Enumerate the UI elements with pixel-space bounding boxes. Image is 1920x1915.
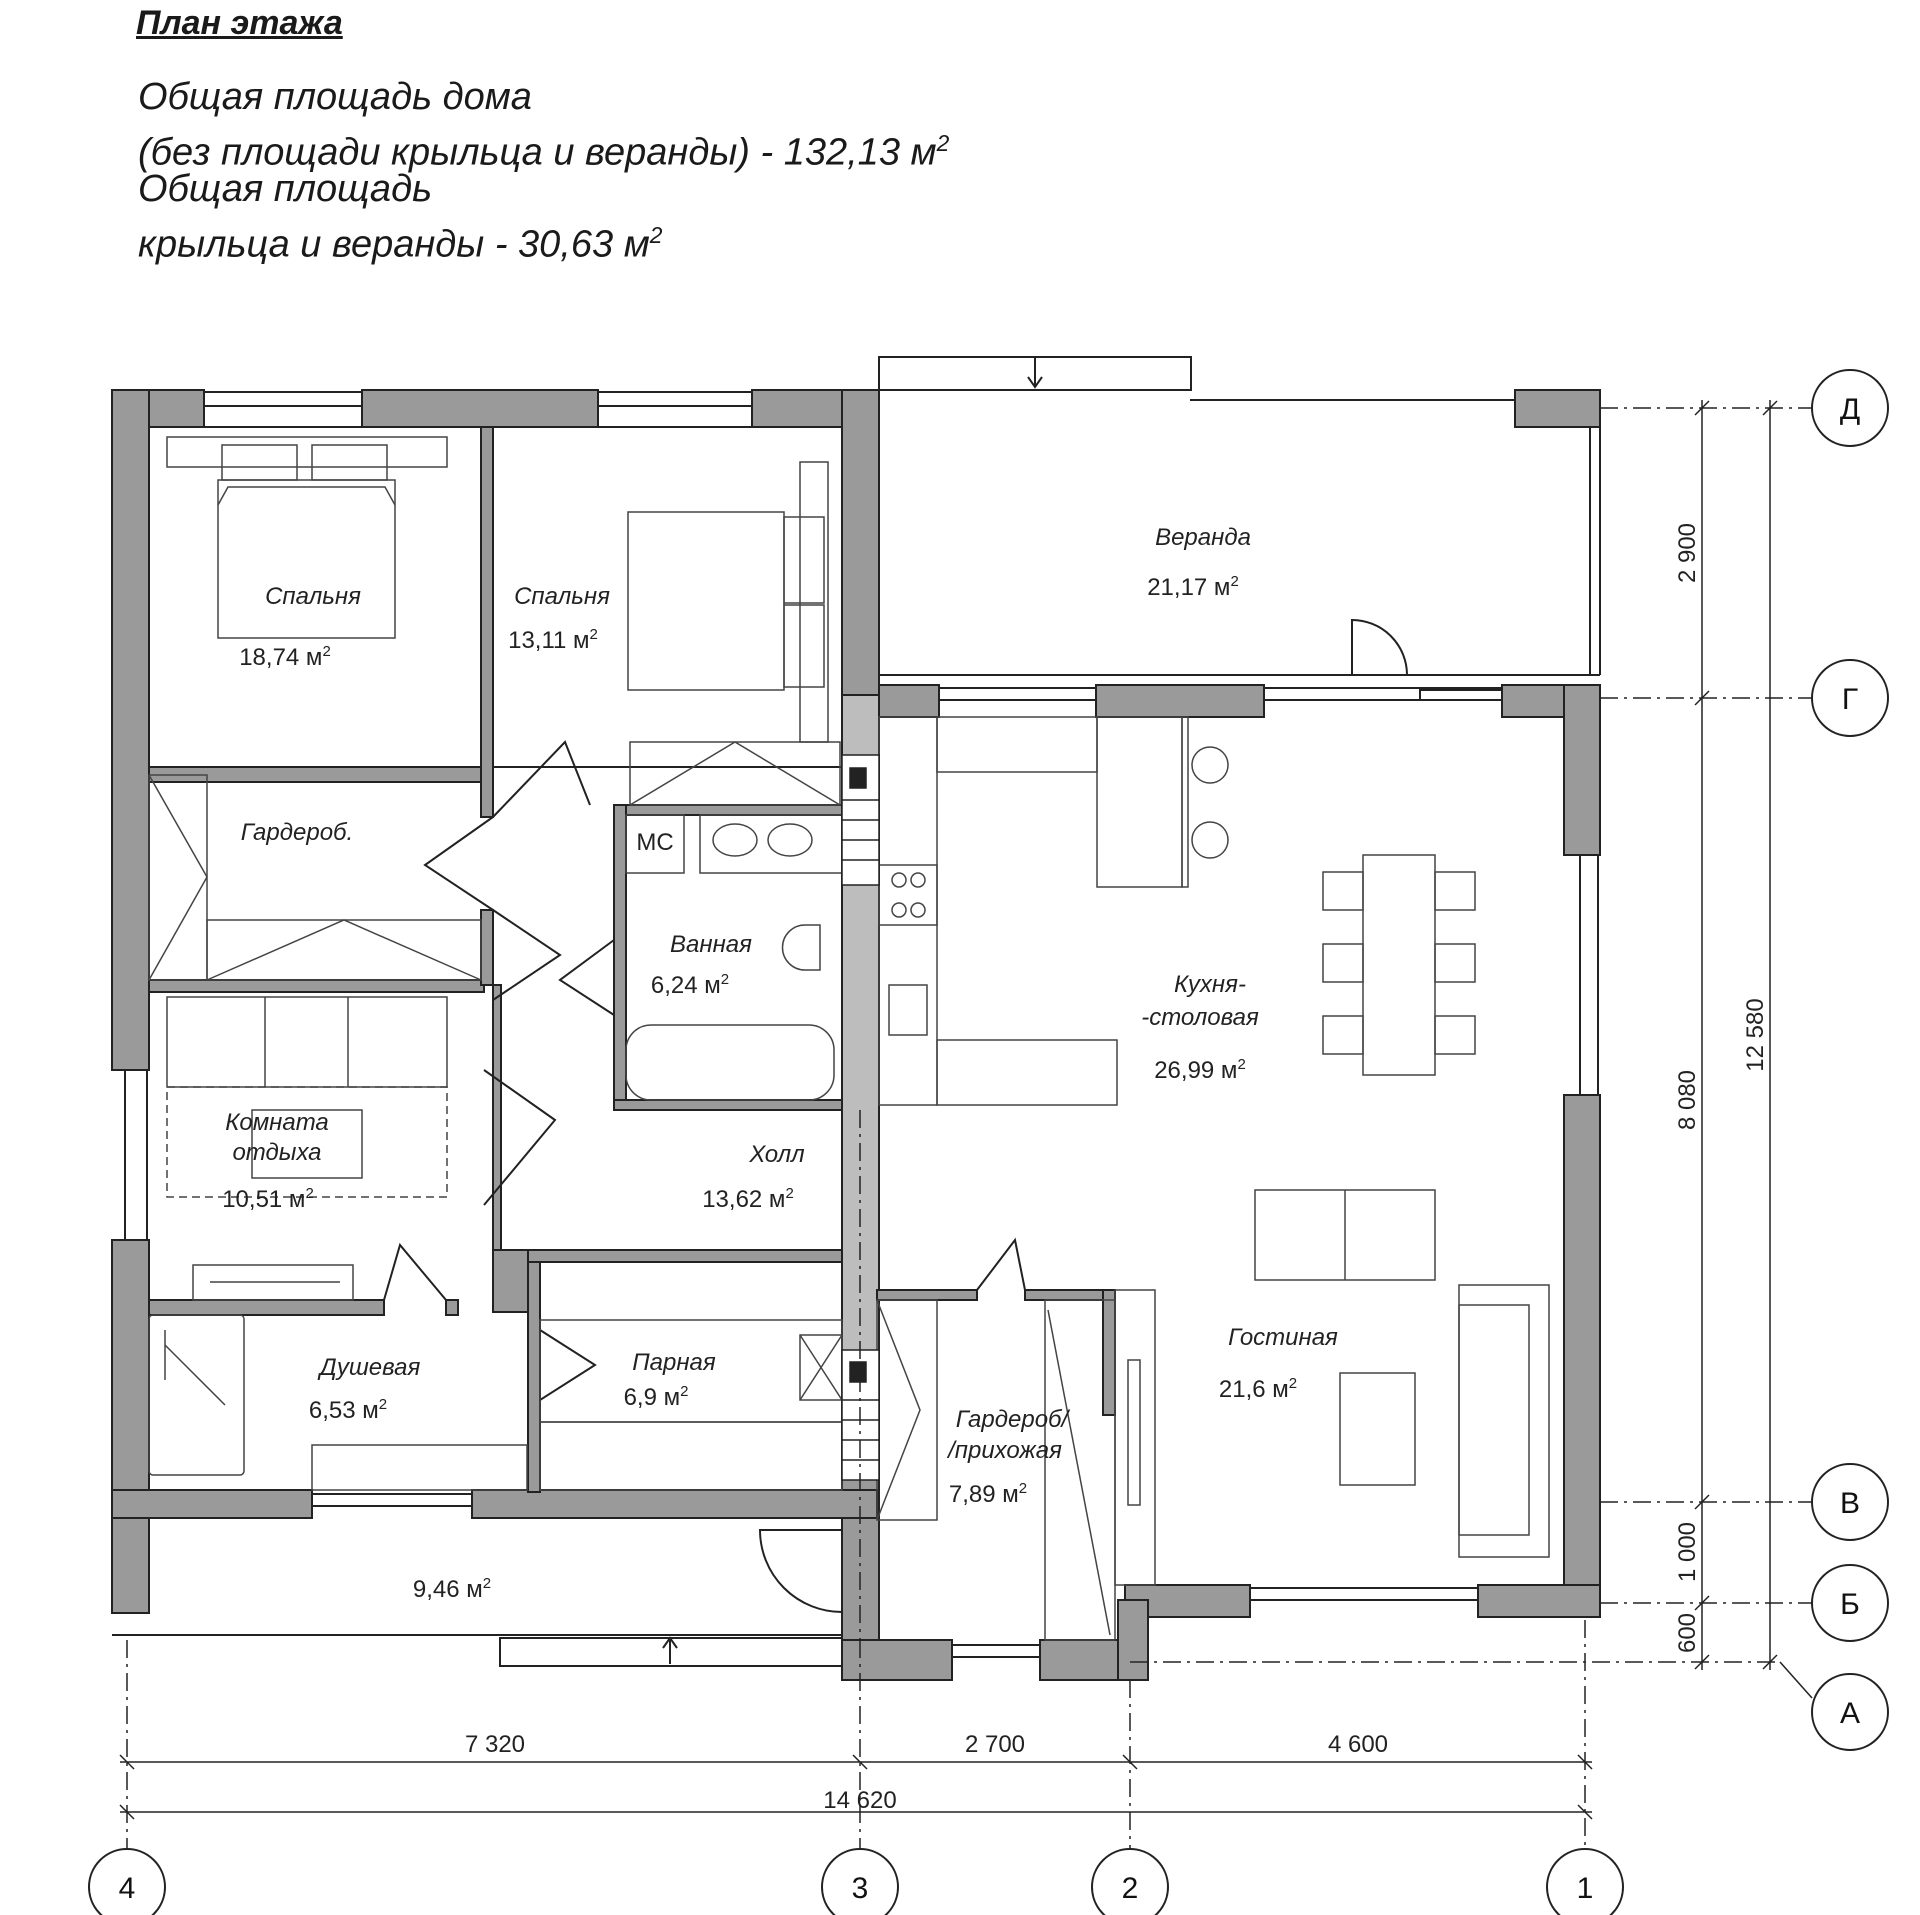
axis-labels: 4 3 2 1 Д Г В Б А: [119, 393, 1861, 1905]
doors: [383, 740, 1026, 1401]
dim-2700: 2 700: [965, 1731, 1025, 1758]
kitchen-name-1: Кухня-: [1174, 971, 1246, 998]
sauna-area: 6,9 м2: [624, 1383, 689, 1411]
total-area-label: Общая площадь дома: [138, 76, 532, 118]
axis-label-V: В: [1840, 1487, 1860, 1520]
dimension-labels: 7 320 2 700 4 600 14 620 2 900 8 080 1 0…: [465, 523, 1769, 1814]
porch-area: 9,46 м2: [413, 1575, 491, 1603]
entry-name-2: /прихожая: [946, 1437, 1062, 1464]
axis-bubbles: [88, 369, 1889, 1915]
sup: 2: [936, 130, 950, 156]
bedroom1-area: 18,74 м2: [239, 643, 331, 671]
porch-area-value: крыльца и веранды - 30,63 м2: [138, 212, 662, 268]
dimension-lines: [119, 400, 1813, 1820]
dim-12580: 12 580: [1742, 998, 1769, 1071]
bedroom2-name: Спальня: [514, 583, 610, 610]
plan-title: План этажа: [136, 4, 343, 42]
hall-area: 13,62 м2: [702, 1185, 794, 1213]
bathroom-area: 6,24 м2: [651, 971, 729, 999]
hall-name: Холл: [748, 1141, 805, 1168]
kitchen-name-2: -столовая: [1141, 1004, 1259, 1031]
axis-label-G: Г: [1842, 683, 1858, 716]
axis-lines: [126, 407, 1815, 1880]
dim-4600: 4 600: [1328, 1731, 1388, 1758]
total-area-note: (без площади крыльца и веранды) - 132,13…: [138, 120, 949, 176]
rest-room-name-1: Комната: [225, 1109, 329, 1136]
total-area-note-text: (без площади крыльца и веранды) - 132,13…: [138, 131, 937, 174]
veranda-outline: [878, 356, 1601, 685]
porch-area-label: Общая площадь: [138, 168, 433, 210]
sauna-name: Парная: [632, 1349, 716, 1376]
dim-2900: 2 900: [1674, 523, 1701, 583]
kitchen-area: 26,99 м2: [1154, 1056, 1246, 1084]
interior-walls: [148, 426, 1116, 1493]
shower-area: 6,53 м2: [309, 1396, 387, 1424]
furniture: [148, 436, 1550, 1641]
rest-room-area: 10,51 м2: [222, 1185, 314, 1213]
living-area: 21,6 м2: [1219, 1375, 1297, 1403]
veranda-name: Веранда: [1155, 524, 1251, 551]
sup: 2: [649, 222, 663, 248]
dim-7320: 7 320: [465, 1731, 525, 1758]
veranda-area: 21,17 м2: [1147, 573, 1239, 601]
porch-outline: [112, 1529, 843, 1667]
axis-label-D: Д: [1840, 393, 1860, 426]
entry-area: 7,89 м2: [949, 1480, 1027, 1508]
dim-1000: 1 000: [1674, 1522, 1701, 1582]
wc-label: МС: [636, 829, 673, 856]
axis-label-B: Б: [1840, 1588, 1860, 1621]
bedroom2-area: 13,11 м2: [508, 626, 598, 654]
dim-8080: 8 080: [1674, 1070, 1701, 1130]
porch-area-value-text: крыльца и веранды - 30,63 м: [138, 223, 650, 266]
living-name: Гостиная: [1228, 1324, 1338, 1351]
axis-label-1: 1: [1577, 1872, 1594, 1905]
bathroom-name: Ванная: [670, 931, 752, 958]
axis-label-2: 2: [1122, 1872, 1139, 1905]
dim-600: 600: [1674, 1613, 1701, 1653]
axis-label-4: 4: [119, 1872, 136, 1905]
room-labels: Спальня 18,74 м2 Спальня 13,11 м2 Веранд…: [222, 524, 1338, 1603]
entry-name-1: Гардероб/: [956, 1406, 1071, 1433]
windows: [124, 391, 1599, 1658]
rest-room-name-2: отдыха: [232, 1139, 321, 1166]
wardrobe1-name: Гардероб.: [241, 819, 353, 846]
shower-name: Душевая: [317, 1354, 421, 1381]
dim-14620: 14 620: [823, 1787, 896, 1814]
bedroom1-name: Спальня: [265, 583, 361, 610]
axis-label-3: 3: [852, 1872, 869, 1905]
axis-label-A: А: [1840, 1697, 1860, 1730]
